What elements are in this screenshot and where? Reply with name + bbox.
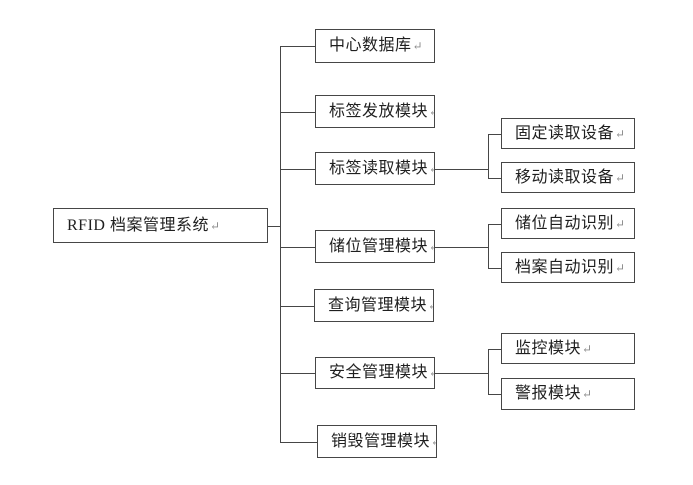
node-label-destroy-module: 销毁管理模块 — [331, 433, 431, 450]
node-storage-module: 储位管理模块↵ — [315, 230, 435, 263]
return-mark-icon: ↵ — [582, 342, 593, 356]
node-label-tag-issue-module: 标签发放模块 — [329, 103, 429, 120]
connector-line — [488, 349, 489, 395]
node-label-storage-module: 储位管理模块 — [329, 238, 429, 255]
connector-line — [281, 442, 317, 443]
return-mark-icon: ↵ — [431, 435, 436, 449]
connector-line — [489, 349, 501, 350]
node-archive-auto-id: 档案自动识别↵ — [501, 252, 635, 283]
connector-line — [281, 169, 315, 170]
connector-line — [280, 46, 281, 443]
connector-line — [488, 224, 489, 269]
node-tag-read-module: 标签读取模块↵ — [315, 152, 435, 185]
node-root: RFID 档案管理系统↵ — [53, 208, 268, 243]
node-label-query-module: 查询管理模块 — [328, 297, 428, 314]
node-query-module: 查询管理模块↵ — [314, 289, 434, 322]
node-alarm-module: 警报模块↵ — [501, 378, 635, 410]
node-fixed-read-device: 固定读取设备↵ — [501, 118, 635, 149]
return-mark-icon: ↵ — [209, 219, 221, 233]
return-mark-icon: ↵ — [429, 105, 434, 119]
return-mark-icon: ↵ — [615, 171, 626, 185]
return-mark-icon: ↵ — [615, 217, 626, 231]
node-tag-issue-module: 标签发放模块↵ — [315, 95, 435, 128]
node-security-module: 安全管理模块↵ — [315, 357, 435, 389]
return-mark-icon: ↵ — [412, 39, 423, 53]
connector-line — [489, 134, 501, 135]
return-mark-icon: ↵ — [429, 162, 434, 176]
connector-line — [281, 373, 315, 374]
connector-line — [268, 226, 280, 227]
node-label-storage-auto-id: 储位自动识别 — [515, 215, 615, 232]
node-label-tag-read-module: 标签读取模块 — [329, 160, 429, 177]
node-label-root: RFID 档案管理系统 — [67, 217, 209, 234]
node-label-alarm-module: 警报模块 — [515, 385, 582, 402]
connector-line — [281, 112, 315, 113]
connector-line — [435, 169, 488, 170]
connector-line — [489, 178, 501, 179]
node-monitor-module: 监控模块↵ — [501, 333, 635, 364]
connector-line — [435, 247, 488, 248]
node-label-security-module: 安全管理模块 — [329, 364, 429, 381]
connector-line — [281, 247, 315, 248]
node-label-mobile-read-device: 移动读取设备 — [515, 169, 615, 186]
node-mobile-read-device: 移动读取设备↵ — [501, 162, 635, 193]
connector-line — [489, 224, 501, 225]
connector-line — [489, 268, 501, 269]
node-label-central-database: 中心数据库 — [329, 37, 412, 54]
node-label-fixed-read-device: 固定读取设备 — [515, 125, 615, 142]
return-mark-icon: ↵ — [615, 261, 626, 275]
node-label-archive-auto-id: 档案自动识别 — [515, 259, 615, 276]
connector-line — [281, 46, 315, 47]
connector-line — [435, 373, 488, 374]
connector-line — [281, 306, 314, 307]
node-central-database: 中心数据库↵ — [315, 29, 435, 63]
node-storage-auto-id: 储位自动识别↵ — [501, 208, 635, 239]
return-mark-icon: ↵ — [429, 240, 434, 254]
return-mark-icon: ↵ — [615, 127, 626, 141]
node-label-monitor-module: 监控模块 — [515, 340, 582, 357]
connector-line — [488, 134, 489, 179]
return-mark-icon: ↵ — [428, 299, 433, 313]
return-mark-icon: ↵ — [582, 387, 593, 401]
connector-line — [489, 394, 501, 395]
return-mark-icon: ↵ — [429, 366, 434, 380]
node-destroy-module: 销毁管理模块↵ — [317, 425, 437, 458]
